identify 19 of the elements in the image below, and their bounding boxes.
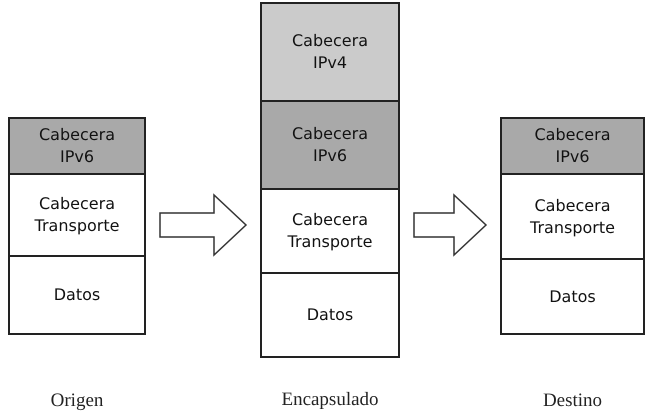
- header-cell: [502, 119, 643, 175]
- block-arrow: [159, 193, 248, 257]
- cell-text: Datos: [306, 304, 354, 326]
- cell-text: Cabecera Transporte: [34, 193, 120, 237]
- cell-text: Cabecera Transporte: [529, 194, 616, 238]
- stack-caption: Origen: [50, 389, 104, 413]
- header-cell: [262, 102, 398, 190]
- cell-text: Cabecera Transporte: [286, 209, 374, 253]
- header-cell: [262, 4, 398, 102]
- cell-text: Datos: [54, 284, 100, 306]
- header-cell: [10, 119, 144, 175]
- cell-text: Cabecera IPv6: [534, 124, 612, 168]
- cell-text: Cabecera IPv6: [38, 124, 116, 168]
- stack-caption: Destino: [542, 389, 602, 413]
- cell-text: Datos: [549, 286, 596, 308]
- stack-caption: Encapsulado: [281, 388, 379, 412]
- cell-text: Cabecera IPv6: [291, 123, 369, 167]
- block-arrow: [413, 193, 488, 257]
- cell-text: Cabecera IPv4: [291, 30, 369, 74]
